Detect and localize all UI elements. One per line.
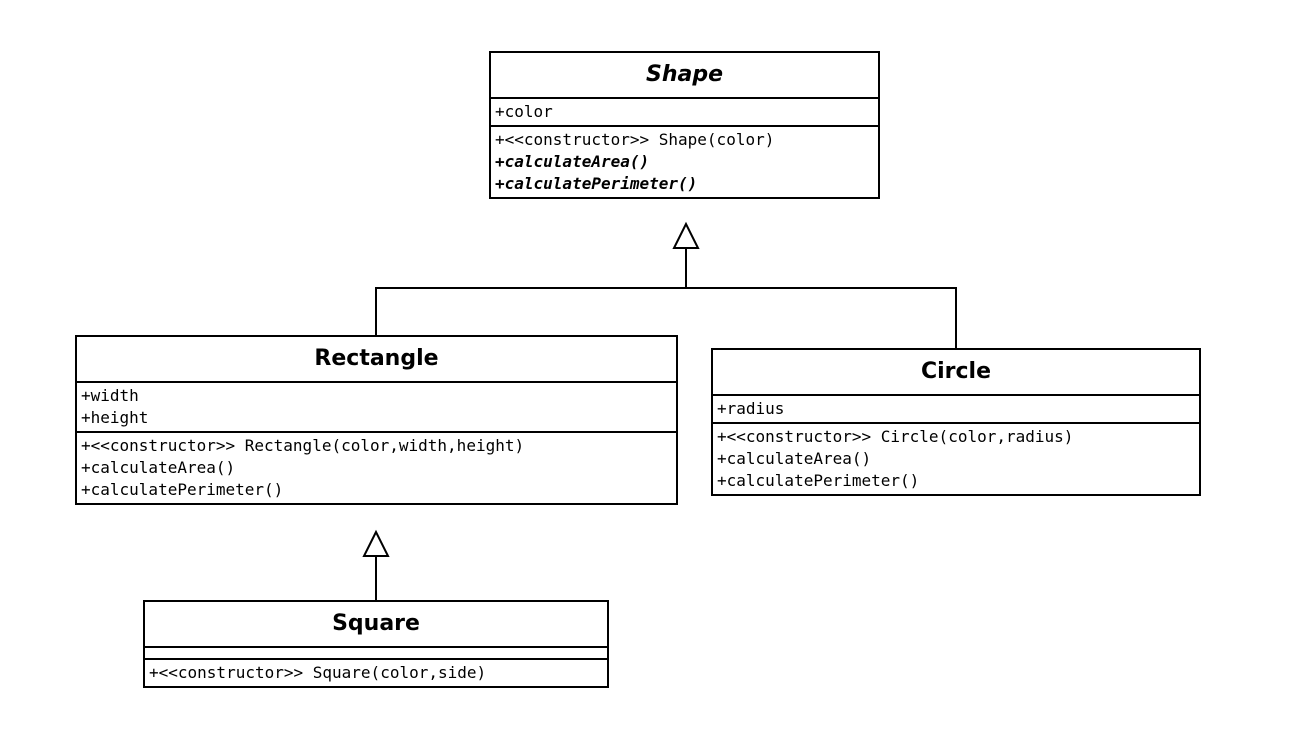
attributes-circle: +radius <box>713 396 1199 424</box>
generalization-to-rectangle <box>362 529 390 601</box>
method-calculate-area-abstract: +calculateArea() <box>495 152 650 171</box>
class-name-circle: Circle <box>713 350 1199 396</box>
method-calculate-area-circle: +calculateArea() <box>717 449 872 468</box>
attributes-square <box>145 648 607 660</box>
method-constructor-square: +<<constructor>> Square(color,side) <box>149 663 487 682</box>
methods-rectangle: +<<constructor>> Rectangle(color,width,h… <box>77 433 676 503</box>
class-square[interactable]: Square +<<constructor>> Square(color,sid… <box>143 600 609 688</box>
method-constructor-circle: +<<constructor>> Circle(color,radius) <box>717 427 1074 446</box>
methods-shape: +<<constructor>> Shape(color) +calculate… <box>491 127 878 197</box>
connector-circle-shape <box>686 287 957 350</box>
class-name-square: Square <box>145 602 607 648</box>
attribute-radius: +radius <box>717 399 785 418</box>
attribute-height: +height <box>81 408 149 427</box>
attribute-color: +color <box>495 102 553 121</box>
attribute-width: +width <box>81 386 139 405</box>
class-name-shape: Shape <box>491 53 878 99</box>
attributes-rectangle: +width +height <box>77 383 676 433</box>
method-calculate-perimeter-circle: +calculatePerimeter() <box>717 471 920 490</box>
class-rectangle[interactable]: Rectangle +width +height +<<constructor>… <box>75 335 678 505</box>
generalization-to-shape <box>375 221 957 350</box>
attributes-shape: +color <box>491 99 878 127</box>
method-constructor-rectangle: +<<constructor>> Rectangle(color,width,h… <box>81 436 525 455</box>
methods-square: +<<constructor>> Square(color,side) <box>145 660 607 686</box>
class-name-rectangle: Rectangle <box>77 337 676 383</box>
method-calculate-perimeter-abstract: +calculatePerimeter() <box>495 174 698 193</box>
methods-circle: +<<constructor>> Circle(color,radius) +c… <box>713 424 1199 494</box>
method-calculate-perimeter-rectangle: +calculatePerimeter() <box>81 480 284 499</box>
class-shape[interactable]: Shape +color +<<constructor>> Shape(colo… <box>489 51 880 199</box>
class-circle[interactable]: Circle +radius +<<constructor>> Circle(c… <box>711 348 1201 496</box>
inheritance-arrowhead-shape <box>672 221 700 249</box>
inheritance-arrowhead-rectangle <box>362 529 390 557</box>
connector-rectangle-shape <box>375 287 686 336</box>
method-calculate-area-rectangle: +calculateArea() <box>81 458 236 477</box>
method-constructor-shape: +<<constructor>> Shape(color) <box>495 130 775 149</box>
